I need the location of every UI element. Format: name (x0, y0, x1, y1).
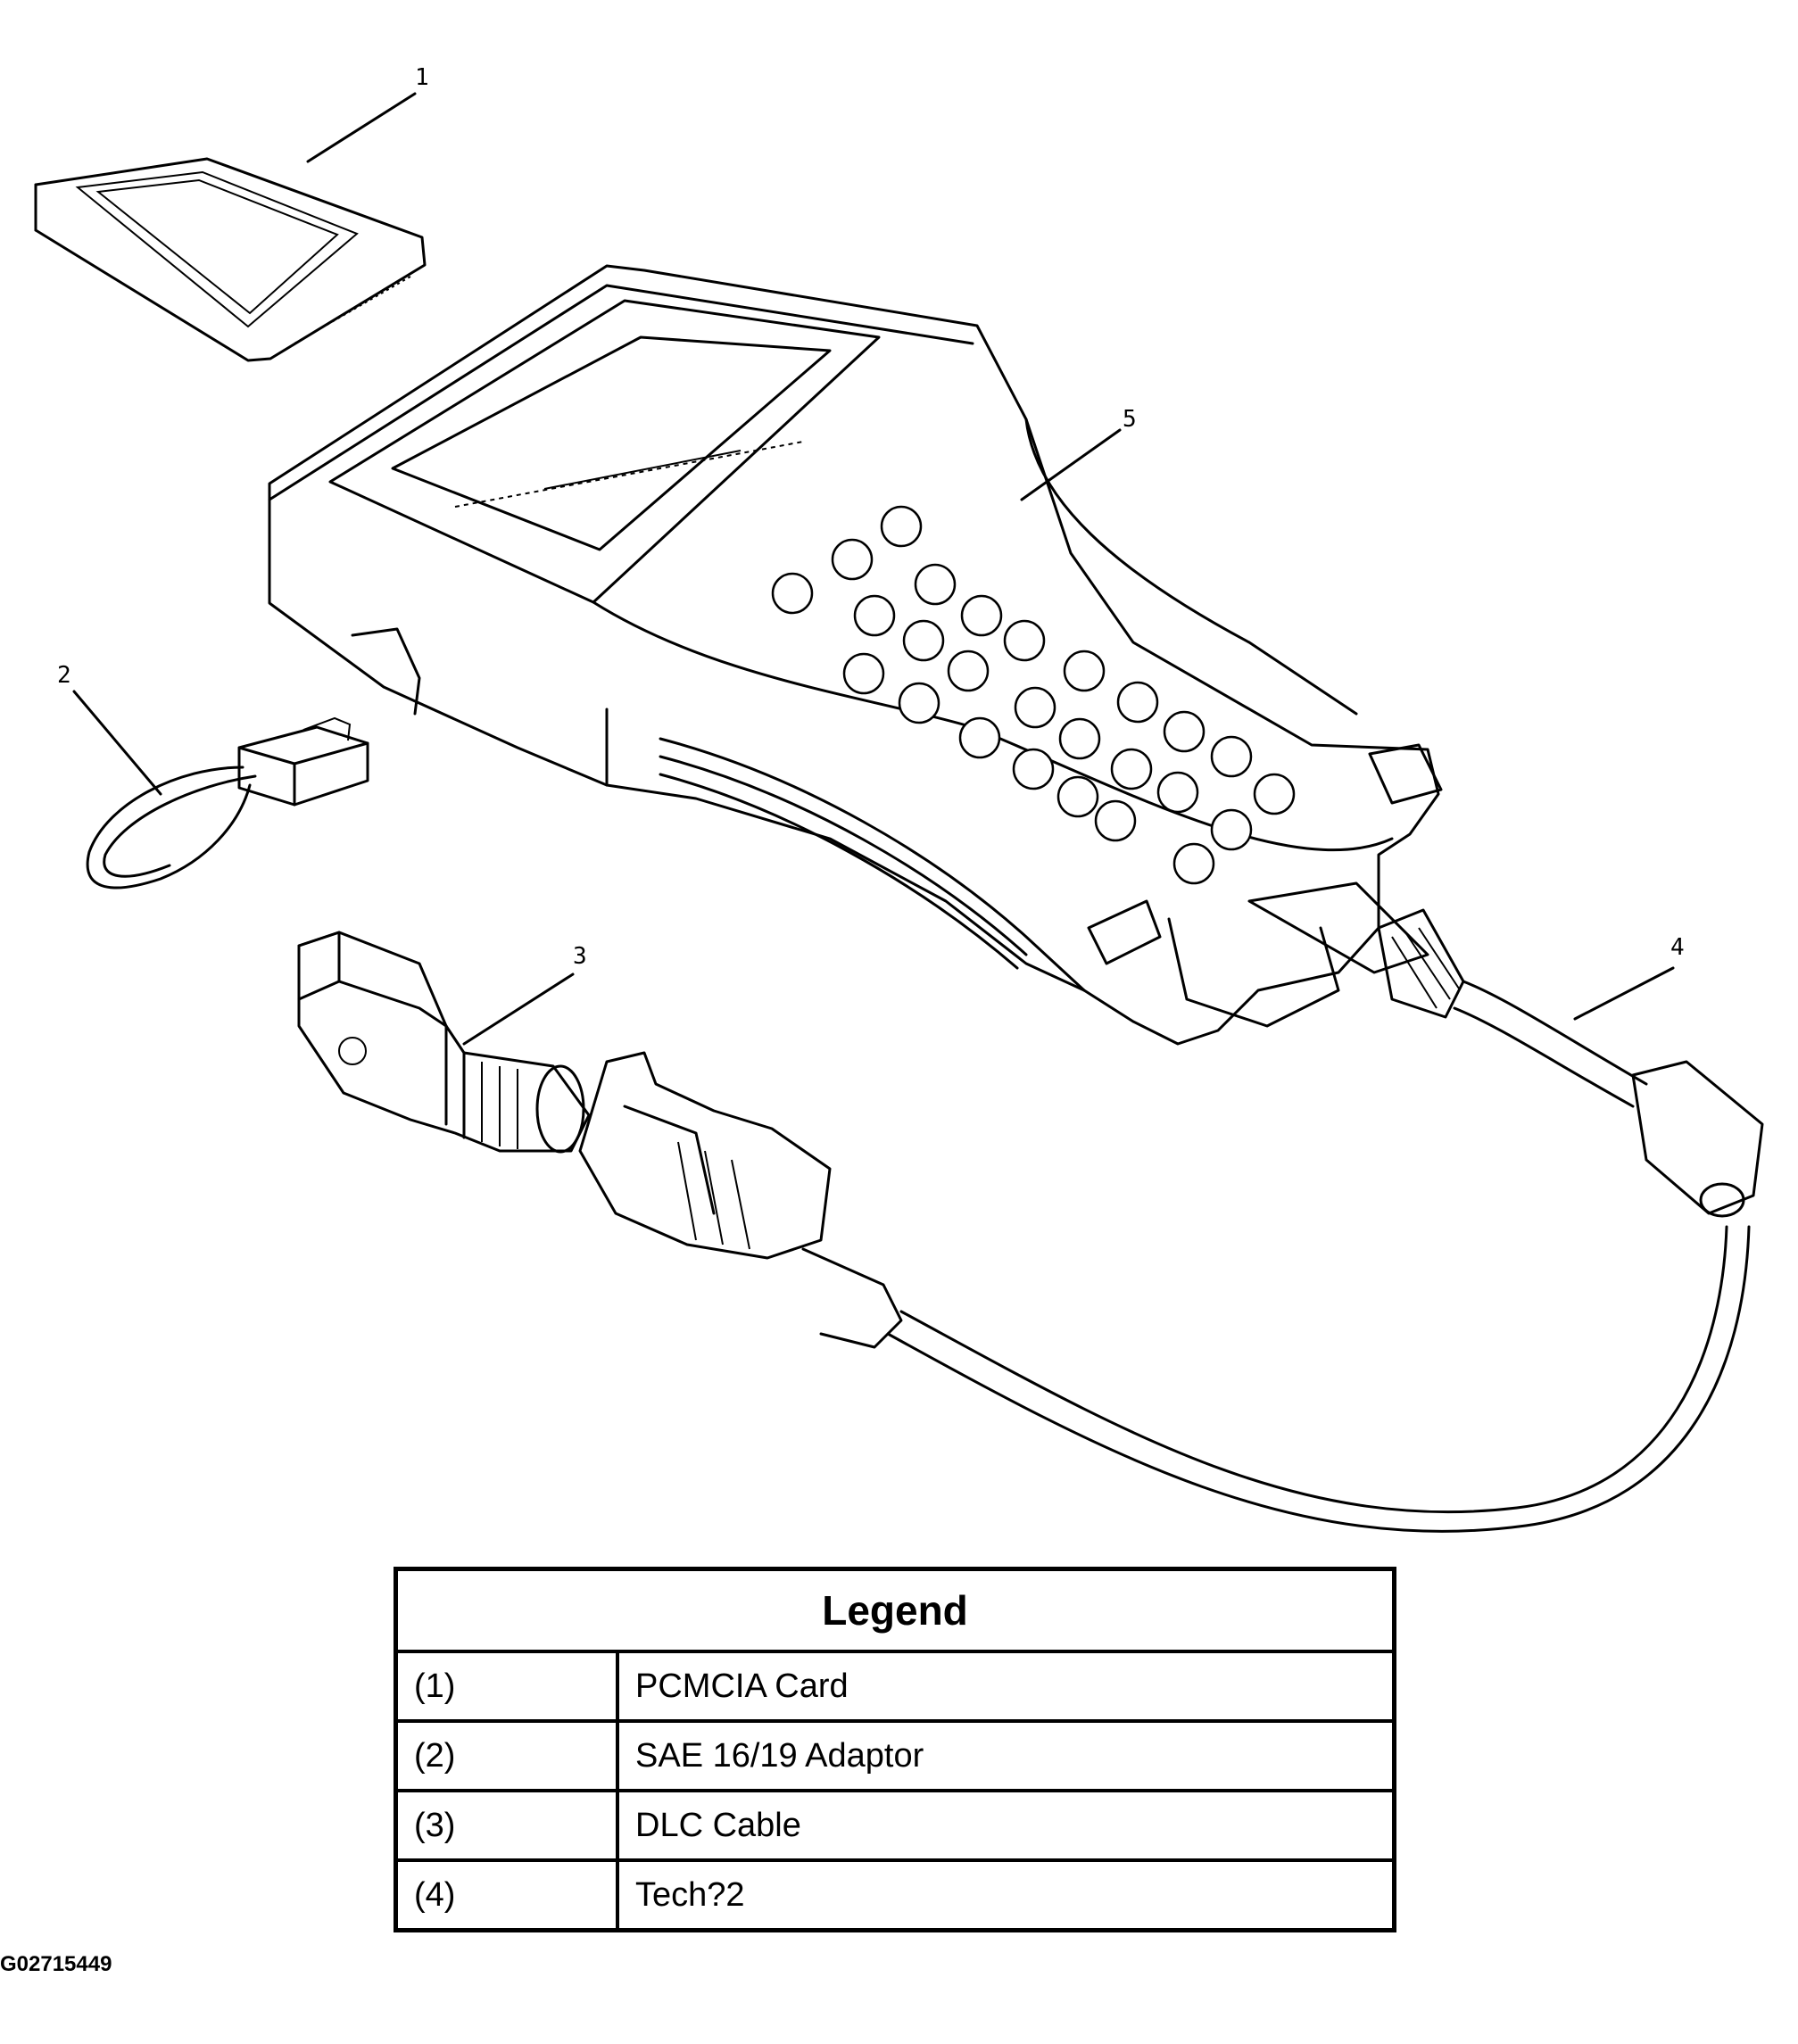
callout-3: 3 (573, 943, 587, 970)
legend-label: Tech?2 (616, 1858, 1396, 1932)
callout-4: 4 (1670, 934, 1685, 961)
figure-id: G02715449 (0, 1952, 112, 1976)
legend-title: Legend (394, 1567, 1396, 1653)
tech2-scan-tool-illustration: 1 2 (34, 64, 1764, 1533)
dlc-cable-drawing (578, 881, 1764, 1533)
table-row: (3) DLC Cable (394, 1789, 1396, 1862)
pcmcia-card-drawing (34, 157, 427, 362)
legend-number: (4) (394, 1858, 619, 1932)
legend-label: SAE 16/19 Adaptor (616, 1719, 1396, 1792)
table-row: (2) SAE 16/19 Adaptor (394, 1719, 1396, 1792)
legend-label: PCMCIA Card (616, 1650, 1396, 1723)
callout-leader-5 (1020, 428, 1122, 501)
handheld-unit-drawing (268, 264, 1443, 1046)
legend-table: Legend (1) PCMCIA Card (2) SAE 16/19 Ada… (394, 1567, 1396, 1932)
legend-number: (3) (394, 1789, 619, 1862)
callout-leader-3 (462, 972, 575, 1046)
legend-number: (1) (394, 1650, 619, 1723)
callout-5: 5 (1123, 406, 1137, 433)
callout-2: 2 (57, 662, 71, 689)
adaptor-drawing (86, 716, 369, 890)
callout-leader-2 (72, 690, 162, 796)
callout-leader-1 (306, 92, 417, 163)
callout-leader-4 (1573, 966, 1675, 1021)
callout-1: 1 (415, 64, 429, 91)
legend-label: DLC Cable (616, 1789, 1396, 1862)
legend-number: (2) (394, 1719, 619, 1792)
dlc-connector-drawing (297, 931, 591, 1154)
keypad (771, 505, 1296, 885)
table-row: (1) PCMCIA Card (394, 1650, 1396, 1723)
table-row: (4) Tech?2 (394, 1858, 1396, 1932)
